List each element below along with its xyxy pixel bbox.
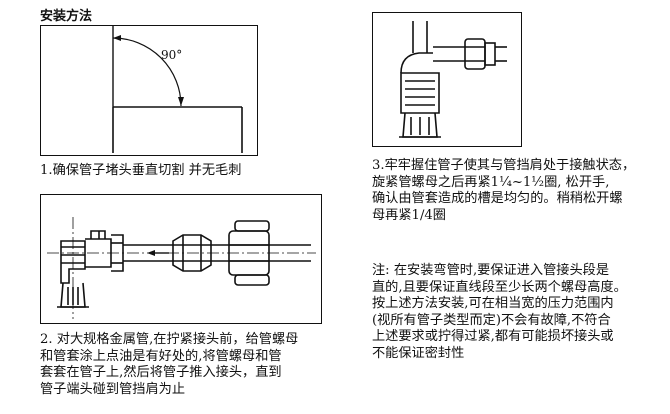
- step-1-caption: 1.确保管子堵头垂直切割 并无毛刺: [40, 163, 242, 178]
- step-2-caption: 2. 对大规格金属管,在拧紧接头前，给管螺母 和管套涂上点油是有好处的,将管螺母…: [40, 332, 299, 397]
- figure-1-frame: 90°: [40, 25, 258, 156]
- pipe-insert-diagram: [47, 217, 316, 319]
- step-3-caption: 3.牢牢握住管子使其与管挡肩处于接触状态， 旋紧管螺母之后再紧1¹⁄₄~1¹⁄₂…: [372, 158, 636, 223]
- assembled-fitting-diagram: [399, 21, 507, 138]
- figure-3-frame: [372, 12, 522, 147]
- installation-note: 注: 在安装弯管时,要保证进入管接头段是 直的,且要保证直线段至少长两个螺母高度…: [372, 263, 627, 361]
- pipe-cut-diagram: 90°: [112, 26, 243, 153]
- page-heading: 安装方法: [40, 9, 93, 24]
- figure-2-frame: [40, 194, 322, 324]
- angle-label: 90°: [161, 48, 182, 62]
